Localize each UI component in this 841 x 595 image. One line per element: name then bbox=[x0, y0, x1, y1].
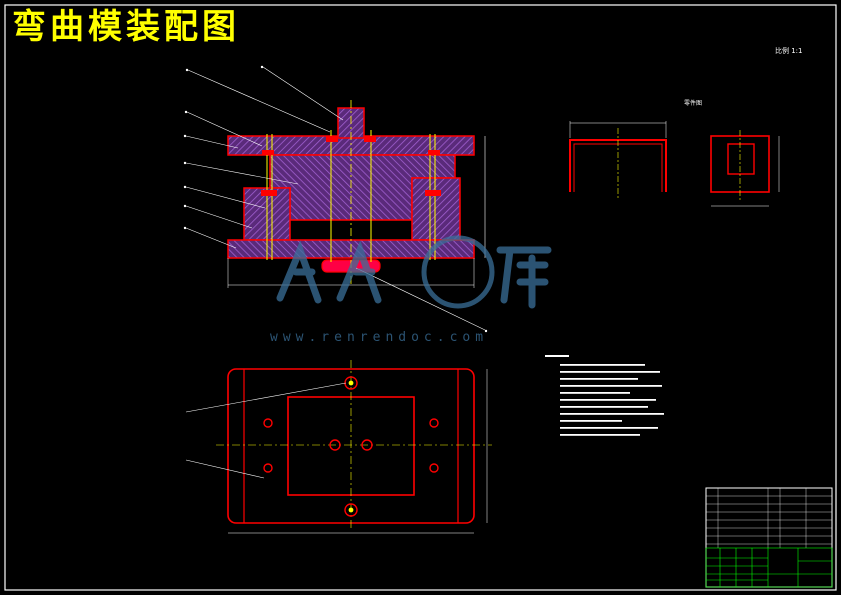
part-view-label: 零件图 bbox=[684, 100, 703, 107]
sheet-border bbox=[4, 4, 837, 591]
technical-requirements-block bbox=[545, 355, 664, 436]
plan-leaders bbox=[185, 382, 347, 479]
drawing-title: 弯曲模装配图 bbox=[12, 7, 240, 47]
die-right bbox=[411, 177, 461, 241]
plan-view bbox=[216, 360, 492, 534]
leader-lines bbox=[185, 66, 486, 331]
watermark-logo bbox=[276, 235, 552, 309]
front-section-view bbox=[227, 100, 486, 288]
title-block bbox=[705, 487, 833, 588]
watermark-url: www.renrendoc.com bbox=[270, 330, 489, 345]
scale-note: 比例 1:1 bbox=[775, 47, 803, 55]
part-u-bracket-view bbox=[569, 121, 667, 200]
part-side-view bbox=[710, 130, 780, 207]
